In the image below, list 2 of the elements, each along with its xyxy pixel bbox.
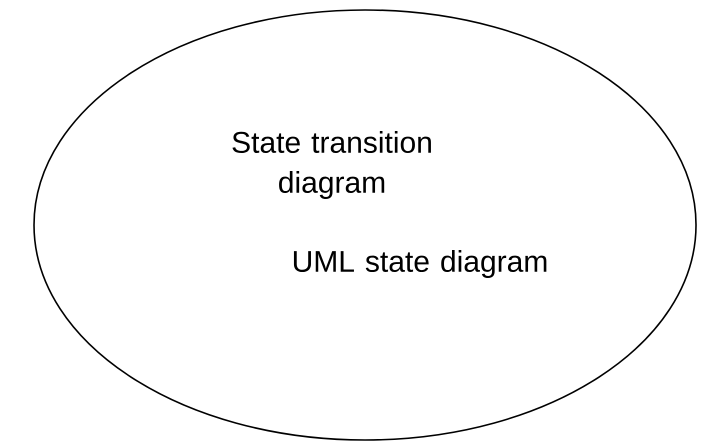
node-text: State transition diagram — [232, 131, 431, 199]
node-text: UML state diagram — [294, 250, 546, 278]
